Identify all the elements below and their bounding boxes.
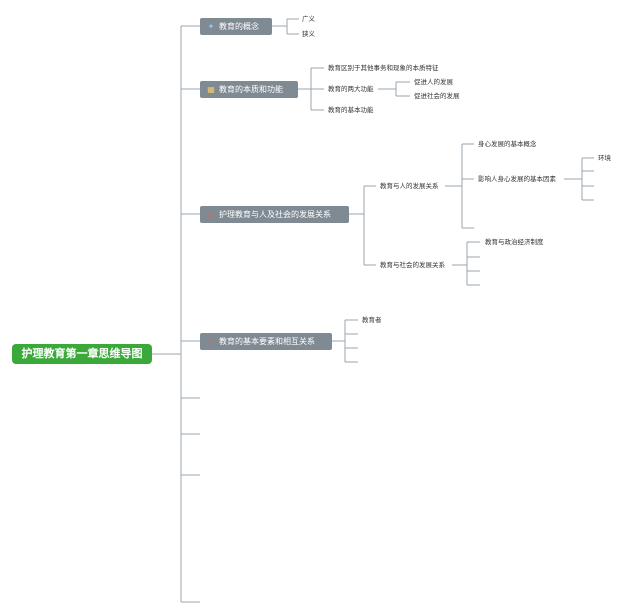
subtopic-social-development[interactable]: 促进社会的发展	[414, 92, 460, 100]
subtopic-human-development[interactable]: 促进人的发展	[414, 78, 453, 86]
subtopic-education-human[interactable]: 教育与人的发展关系	[380, 182, 439, 190]
subtopic-narrow[interactable]: 狭义	[302, 30, 315, 38]
subtopic-essential-feature[interactable]: 教育区别于其他事务和现象的本质特征	[328, 64, 439, 72]
topic-label: 教育的基本要素和相互关系	[219, 337, 315, 346]
subtopic-influencing-factors[interactable]: 影响人身心发展的基本因素	[478, 175, 556, 183]
topic-label: 教育的本质和功能	[219, 85, 283, 94]
subtopic-development-concept[interactable]: 身心发展的基本概念	[478, 140, 537, 148]
topic-nursing-education-relations[interactable]: ♨ 护理教育与人及社会的发展关系	[200, 206, 349, 223]
fire-icon: ♨	[207, 337, 215, 346]
star-icon: ✦	[207, 22, 215, 31]
subtopic-education-society[interactable]: 教育与社会的发展关系	[380, 261, 445, 269]
subtopic-environment[interactable]: 环境	[598, 154, 611, 162]
topic-concept[interactable]: ✦ 教育的概念	[200, 18, 272, 35]
topic-basic-elements[interactable]: ♨ 教育的基本要素和相互关系	[200, 333, 332, 350]
topic-nature-function[interactable]: ▦ 教育的本质和功能	[200, 81, 298, 98]
fire-icon: ♨	[207, 210, 215, 219]
root-topic[interactable]: 护理教育第一章思维导图	[12, 344, 152, 364]
subtopic-basic-function[interactable]: 教育的基本功能	[328, 106, 374, 114]
subtopic-political-economic-system[interactable]: 教育与政治经济制度	[485, 238, 544, 246]
grid-icon: ▦	[207, 85, 215, 94]
subtopic-broad[interactable]: 广义	[302, 15, 315, 23]
topic-label: 教育的概念	[219, 22, 259, 31]
topic-label: 护理教育与人及社会的发展关系	[219, 210, 331, 219]
subtopic-educator[interactable]: 教育者	[362, 316, 382, 324]
subtopic-two-functions[interactable]: 教育的两大功能	[328, 85, 374, 93]
